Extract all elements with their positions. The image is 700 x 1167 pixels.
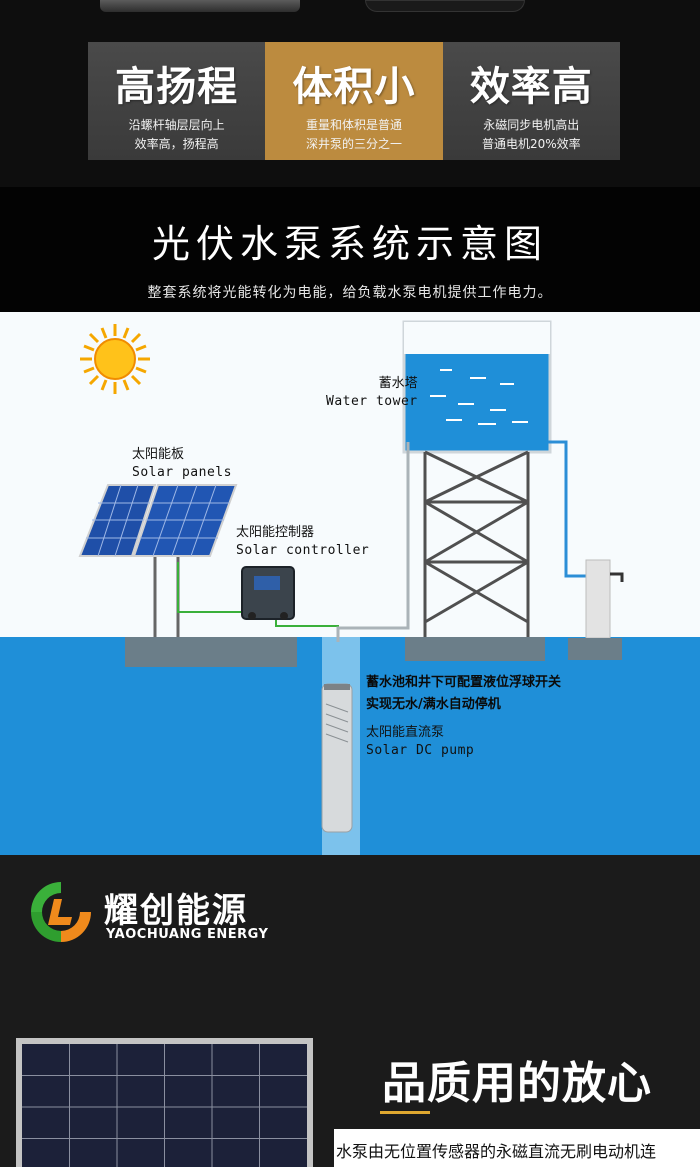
controller-icon — [241, 566, 295, 620]
logo-icon — [31, 882, 91, 942]
solar-panel-cells — [22, 1044, 307, 1167]
note-line: 实现无水/满水自动停机 — [366, 697, 501, 712]
label-cn: 太阳能控制器 — [236, 525, 315, 540]
brand-section: 耀创能源 YAOCHUANG ENERGY 品质用的放心 水泵由无位置传感器的永… — [0, 855, 700, 1167]
feature-desc-line: 永磁同步电机高出 — [483, 118, 580, 132]
pv-pump-diagram: 蓄水塔 Water tower 太阳能板 Solar panels 太阳能控制器… — [0, 312, 700, 855]
feature-desc: 沿螺杆轴层层向上 效率高，扬程高 — [129, 116, 225, 154]
feature-title: 效率高 — [469, 64, 593, 110]
note-line: 蓄水池和井下可配置液位浮球开关 — [366, 675, 562, 690]
brand-name-cn: 耀创能源 — [104, 891, 248, 931]
feature-desc-line: 深井泵的三分之一 — [305, 137, 402, 151]
feature-card-small-size: 体积小 重量和体积是普通 深井泵的三分之一 — [265, 42, 443, 160]
feature-desc-line: 沿螺杆轴层层向上 — [128, 118, 225, 132]
feature-title: 体积小 — [292, 64, 416, 110]
feature-desc: 永磁同步电机高出 普通电机20%效率 — [482, 116, 581, 154]
cell-grid — [22, 1044, 307, 1167]
feature-title: 高扬程 — [115, 64, 239, 110]
pump-icon — [321, 683, 353, 833]
diagram-illustration — [0, 312, 700, 855]
feature-cards: 高扬程 沿螺杆轴层层向上 效率高，扬程高 体积小 重量和体积是普通 深井泵的三分… — [88, 42, 620, 160]
float-switch-note: 蓄水池和井下可配置液位浮球开关 实现无水/满水自动停机 — [366, 674, 561, 714]
quality-description: 水泵由无位置传感器的永磁直流无刷电动机连 — [334, 1129, 700, 1167]
faucet-icon — [568, 559, 624, 660]
brand-name-en: YAOCHUANG ENERGY — [106, 927, 269, 942]
feature-card-high-head: 高扬程 沿螺杆轴层层向上 效率高，扬程高 — [88, 42, 266, 160]
diagram-title: 光伏水泵系统示意图 — [151, 222, 548, 266]
diagram-subtitle: 整套系统将光能转化为电能，给负载水泵电机提供工作电力。 — [147, 285, 553, 301]
label-cn: 太阳能板 — [132, 447, 185, 462]
water-tower-icon — [402, 320, 552, 661]
feature-desc: 重量和体积是普通 深井泵的三分之一 — [306, 116, 402, 154]
panel-base — [125, 637, 297, 667]
quality-title: 品质用的放心 — [382, 1058, 652, 1109]
solar-panels-label: 太阳能板 Solar panels — [132, 446, 232, 482]
diagram-header: 光伏水泵系统示意图 整套系统将光能转化为电能，给负载水泵电机提供工作电力。 — [0, 187, 700, 312]
label-en: Solar panels — [132, 465, 232, 480]
label-en: Water tower — [326, 394, 418, 409]
product-top-image-2 — [365, 0, 525, 12]
quality-underline — [380, 1111, 430, 1114]
sun-icon — [80, 324, 150, 394]
solar-panel-photo — [16, 1038, 313, 1167]
label-cn: 太阳能直流泵 — [366, 725, 445, 740]
label-cn: 蓄水塔 — [378, 376, 418, 391]
label-en: Solar DC pump — [366, 743, 475, 758]
solar-panel-icon — [78, 484, 297, 667]
label-en: Solar controller — [236, 543, 370, 558]
feature-desc-line: 重量和体积是普通 — [305, 118, 402, 132]
feature-desc-line: 普通电机20%效率 — [481, 137, 581, 151]
pump-label: 太阳能直流泵 Solar DC pump — [366, 724, 474, 760]
features-section: 高扬程 沿螺杆轴层层向上 效率高，扬程高 体积小 重量和体积是普通 深井泵的三分… — [0, 0, 700, 187]
feature-card-high-efficiency: 效率高 永磁同步电机高出 普通电机20%效率 — [442, 42, 620, 160]
water-tower-label: 蓄水塔 Water tower — [326, 375, 418, 411]
feature-desc-line: 效率高，扬程高 — [134, 137, 219, 151]
product-top-image — [100, 0, 300, 12]
controller-label: 太阳能控制器 Solar controller — [236, 524, 369, 560]
